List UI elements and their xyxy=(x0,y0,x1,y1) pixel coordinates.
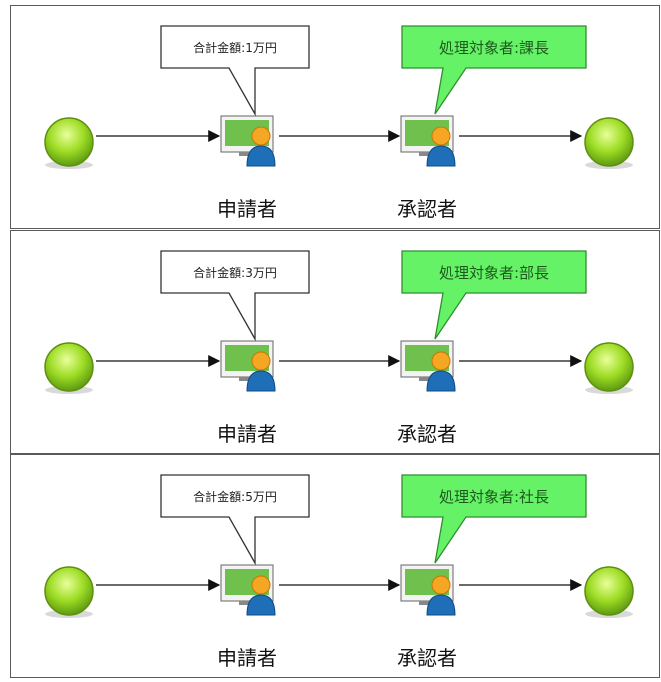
target-label: 処理対象者:課長 xyxy=(439,39,549,57)
end-node xyxy=(584,342,634,394)
approver-label: 承認者 xyxy=(397,646,457,670)
workflow-diagram-1: 合計金額:1万円 処理対象者:課長 申請者 承認者 xyxy=(44,25,634,221)
target-label: 処理対象者:部長 xyxy=(439,264,549,282)
applicant-user-icon xyxy=(220,340,276,392)
amount-label: 合計金額:3万円 xyxy=(193,265,277,280)
applicant-user-icon xyxy=(220,115,276,167)
end-node xyxy=(584,117,634,169)
applicant-label: 申請者 xyxy=(217,422,277,446)
target-label: 処理対象者:社長 xyxy=(439,488,549,506)
workflow-diagram-3: 合計金額:5万円 処理対象者:社長 申請者 承認者 xyxy=(44,474,634,670)
applicant-user-icon xyxy=(220,564,276,616)
target-callout: 処理対象者:社長 xyxy=(401,474,587,564)
approver-label: 承認者 xyxy=(397,197,457,221)
approver-user-icon xyxy=(400,564,456,616)
workflow-panel-2: 合計金額:3万円 処理対象者:部長 申請者 承認者 xyxy=(10,230,660,454)
amount-callout: 合計金額:1万円 xyxy=(160,25,310,117)
workflow-panel-3: 合計金額:5万円 処理対象者:社長 申請者 承認者 xyxy=(10,454,660,678)
start-node xyxy=(44,117,94,169)
target-callout: 処理対象者:部長 xyxy=(401,250,587,340)
amount-label: 合計金額:1万円 xyxy=(193,40,277,55)
workflow-diagram-2: 合計金額:3万円 処理対象者:部長 申請者 承認者 xyxy=(44,250,634,446)
amount-label: 合計金額:5万円 xyxy=(193,489,277,504)
amount-callout: 合計金額:3万円 xyxy=(160,250,310,342)
start-node xyxy=(44,342,94,394)
approver-user-icon xyxy=(400,340,456,392)
approver-label: 承認者 xyxy=(397,422,457,446)
approver-user-icon xyxy=(400,115,456,167)
start-node xyxy=(44,566,94,618)
applicant-label: 申請者 xyxy=(217,197,277,221)
end-node xyxy=(584,566,634,618)
workflow-panel-1: 合計金額:1万円 処理対象者:課長 申請者 承認者 xyxy=(10,5,660,229)
target-callout: 処理対象者:課長 xyxy=(401,25,587,115)
applicant-label: 申請者 xyxy=(217,646,277,670)
amount-callout: 合計金額:5万円 xyxy=(160,474,310,566)
